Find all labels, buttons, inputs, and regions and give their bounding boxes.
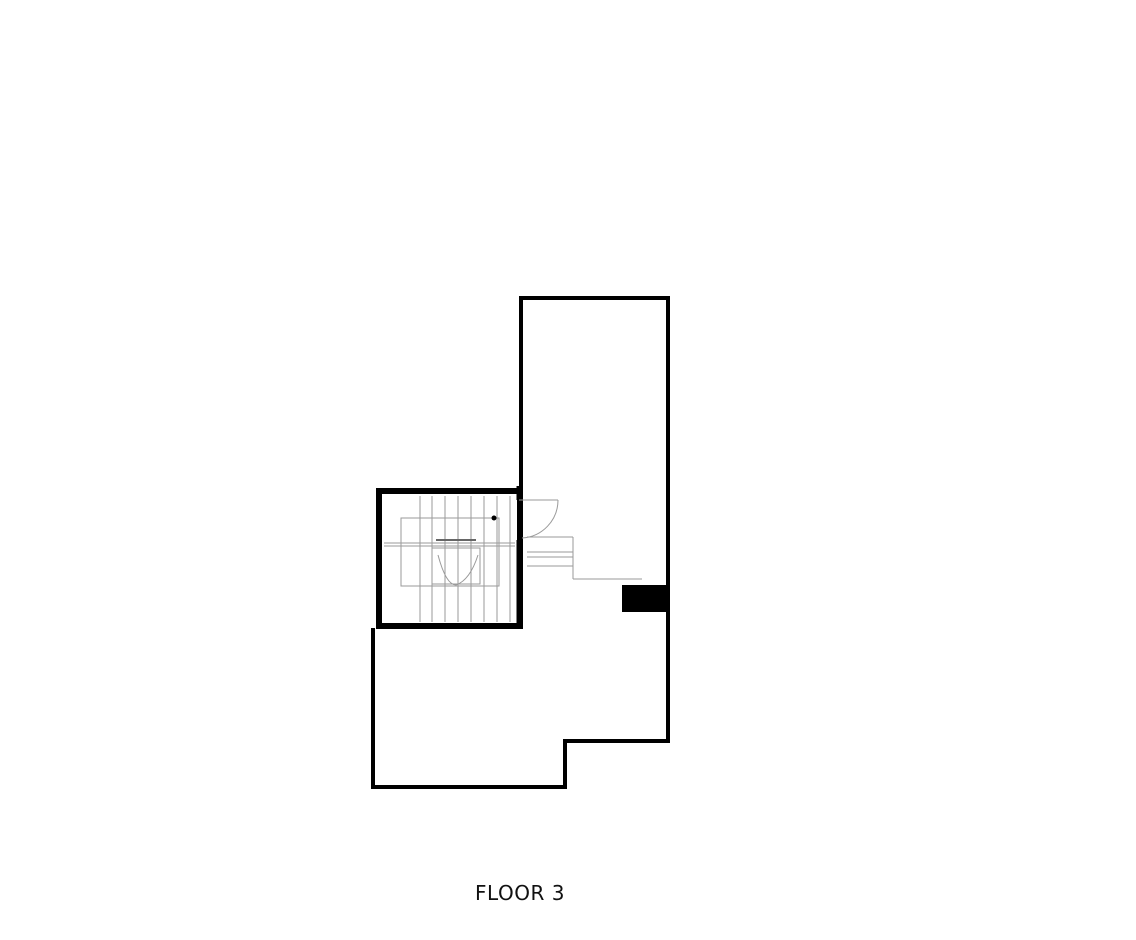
stairwell	[376, 486, 523, 629]
chimney-block	[622, 585, 667, 612]
floor-label: FLOOR 3	[475, 881, 565, 905]
stair-marker-icon	[491, 515, 497, 521]
threshold-steps	[527, 536, 642, 580]
exterior-wall	[371, 296, 670, 789]
door-swing	[519, 499, 559, 539]
stair-treads	[384, 496, 515, 622]
